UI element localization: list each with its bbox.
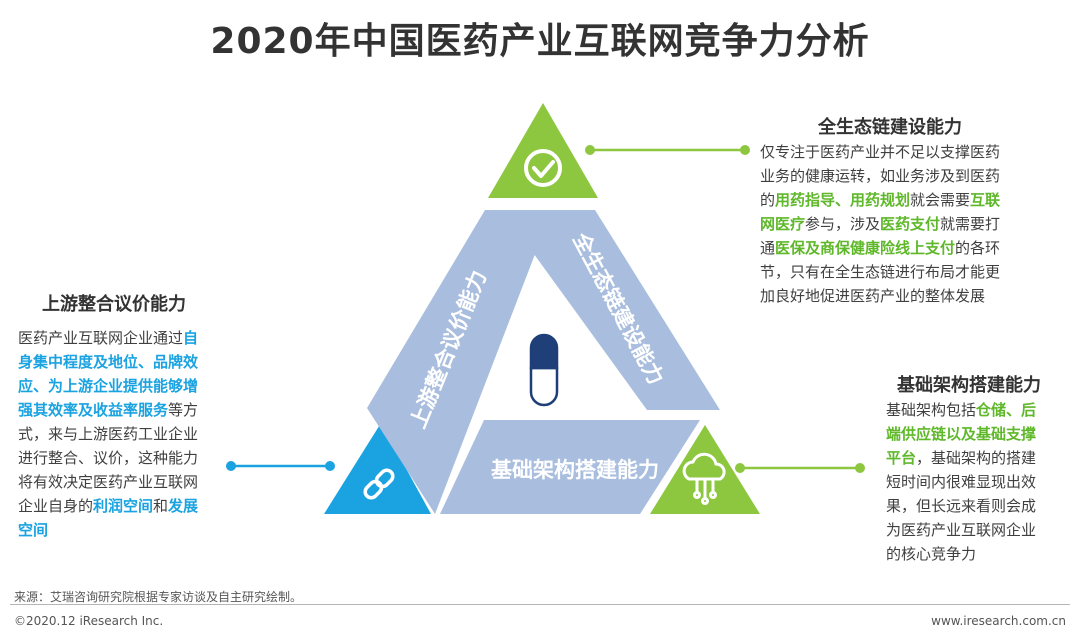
callout-heading-upstream: 上游整合议价能力 <box>42 294 186 315</box>
text-line: 网医疗参与，涉及医药支付就需要打 <box>760 212 1060 236</box>
body-text: 医药产业互联网企业通过 <box>18 329 184 347</box>
text-line: 业务的健康运转，如业务涉及到医药 <box>760 164 1060 188</box>
body-text: 式，来与上游医药工业企业 <box>18 425 199 443</box>
highlight-text: 利润空间 <box>93 497 154 515</box>
body-text: 的核心竞争力 <box>886 545 977 563</box>
page-title: 2020年中国医药产业互联网竞争力分析 <box>210 21 870 62</box>
text-line: 的用药指导、用药规划就会需要互联 <box>760 188 1060 212</box>
highlight-text: 空间 <box>18 521 49 539</box>
body-text: 通 <box>760 239 776 257</box>
body-text: 仅专注于医药产业并不足以支撑医药 <box>760 143 1001 161</box>
text-line: 进行整合、议价，这种能力 <box>18 446 228 470</box>
body-text: 节，只有在全生态链进行布局才能更 <box>760 263 1001 281</box>
body-text: 进行整合、议价，这种能力 <box>18 449 199 467</box>
text-line: 式，来与上游医药工业企业 <box>18 422 228 446</box>
highlight-text: 平台 <box>886 449 917 467</box>
body-text: 加良好地促进医药产业的整体发展 <box>760 287 986 305</box>
highlight-text: 医保及商保健康险线上支付 <box>775 239 956 257</box>
body-text: 的 <box>760 191 776 209</box>
highlight-text: 应、为上游企业提供能够增 <box>18 377 199 395</box>
highlight-text: 自 <box>183 329 199 347</box>
body-text: ，基础架构的搭建 <box>916 449 1037 467</box>
highlight-text: 强其效率及收益率服务 <box>18 401 169 419</box>
highlight-text: 互联 <box>970 191 1001 209</box>
text-line: 身集中程度及地位、品牌效 <box>18 350 228 374</box>
callout-text-infrastructure: 基础架构包括仓储、后端供应链以及基础支撑平台，基础架构的搭建短时间内很难显现出效… <box>886 398 1066 566</box>
corner-triangle-left <box>324 423 431 514</box>
text-line: 企业自身的利润空间和发展 <box>18 494 228 518</box>
text-line: 通医保及商保健康险线上支付的各环 <box>760 236 1060 260</box>
body-text: 等方 <box>168 401 199 419</box>
highlight-text: 端供应链以及基础支撑 <box>886 425 1037 443</box>
chain-link-icon <box>363 468 395 500</box>
highlight-text: 医药支付 <box>880 215 941 233</box>
highlight-text: 发展 <box>168 497 199 515</box>
body-text: 为医药产业互联网企业 <box>886 521 1037 539</box>
cloud-network-icon <box>682 452 726 505</box>
body-text: 就会需要 <box>910 191 971 209</box>
text-line: 加良好地促进医药产业的整体发展 <box>760 284 1060 308</box>
text-line: 的核心竞争力 <box>886 542 1066 566</box>
segment-bottom-label: 基础架构搭建能力 <box>491 458 659 482</box>
connector-top-right <box>585 145 750 155</box>
body-text: 短时间内很难显现出效 <box>886 473 1037 491</box>
highlight-text: 用药指导、用药规划 <box>775 191 911 209</box>
capsule-icon <box>529 333 559 407</box>
body-text: 和 <box>153 497 169 515</box>
text-line: 基础架构包括仓储、后 <box>886 398 1066 422</box>
body-text: 企业自身的 <box>18 497 94 515</box>
footer-divider <box>10 604 1070 605</box>
corner-triangle-right <box>650 425 760 514</box>
text-line: 强其效率及收益率服务等方 <box>18 398 228 422</box>
segment-right <box>502 210 720 410</box>
text-line: 平台，基础架构的搭建 <box>886 446 1066 470</box>
callout-heading-infrastructure: 基础架构搭建能力 <box>897 375 1041 396</box>
text-line: 仅专注于医药产业并不足以支撑医药 <box>760 140 1060 164</box>
body-text: 就需要打 <box>940 215 1001 233</box>
text-line: 应、为上游企业提供能够增 <box>18 374 228 398</box>
segment-bottom <box>440 420 700 514</box>
text-line: 空间 <box>18 518 228 542</box>
segment-left <box>367 210 552 514</box>
checkmark-icon <box>524 149 562 187</box>
connector-bottom-right <box>735 463 865 473</box>
body-text: 的各环 <box>955 239 1001 257</box>
body-text: 基础架构包括 <box>886 401 977 419</box>
text-line: 节，只有在全生态链进行布局才能更 <box>760 260 1060 284</box>
body-text: 参与，涉及 <box>805 215 881 233</box>
text-line: 果，但长远来看则会成 <box>886 494 1066 518</box>
footer-website[interactable]: www.iresearch.com.cn <box>931 614 1066 628</box>
highlight-text: 仓储、后 <box>976 401 1037 419</box>
text-line: 端供应链以及基础支撑 <box>886 422 1066 446</box>
body-text: 业务的健康运转，如业务涉及到医药 <box>760 167 1001 185</box>
body-text: 果，但长远来看则会成 <box>886 497 1037 515</box>
source-note: 来源：艾瑞咨询研究院根据专家访谈及自主研究绘制。 <box>14 590 303 604</box>
text-line: 为医药产业互联网企业 <box>886 518 1066 542</box>
text-line: 短时间内很难显现出效 <box>886 470 1066 494</box>
footer-copyright: ©2020.12 iResearch Inc. <box>14 614 164 628</box>
text-line: 医药产业互联网企业通过自 <box>18 326 228 350</box>
connector-left <box>226 461 335 471</box>
highlight-text: 身集中程度及地位、品牌效 <box>18 353 199 371</box>
highlight-text: 网医疗 <box>760 215 806 233</box>
body-text: 将有效决定医药产业互联网 <box>18 473 199 491</box>
callout-text-ecosystem: 仅专注于医药产业并不足以支撑医药业务的健康运转，如业务涉及到医药的用药指导、用药… <box>760 140 1060 308</box>
text-line: 将有效决定医药产业互联网 <box>18 470 228 494</box>
callout-text-upstream: 医药产业互联网企业通过自身集中程度及地位、品牌效应、为上游企业提供能够增强其效率… <box>18 326 228 542</box>
callout-heading-ecosystem: 全生态链建设能力 <box>818 117 962 138</box>
